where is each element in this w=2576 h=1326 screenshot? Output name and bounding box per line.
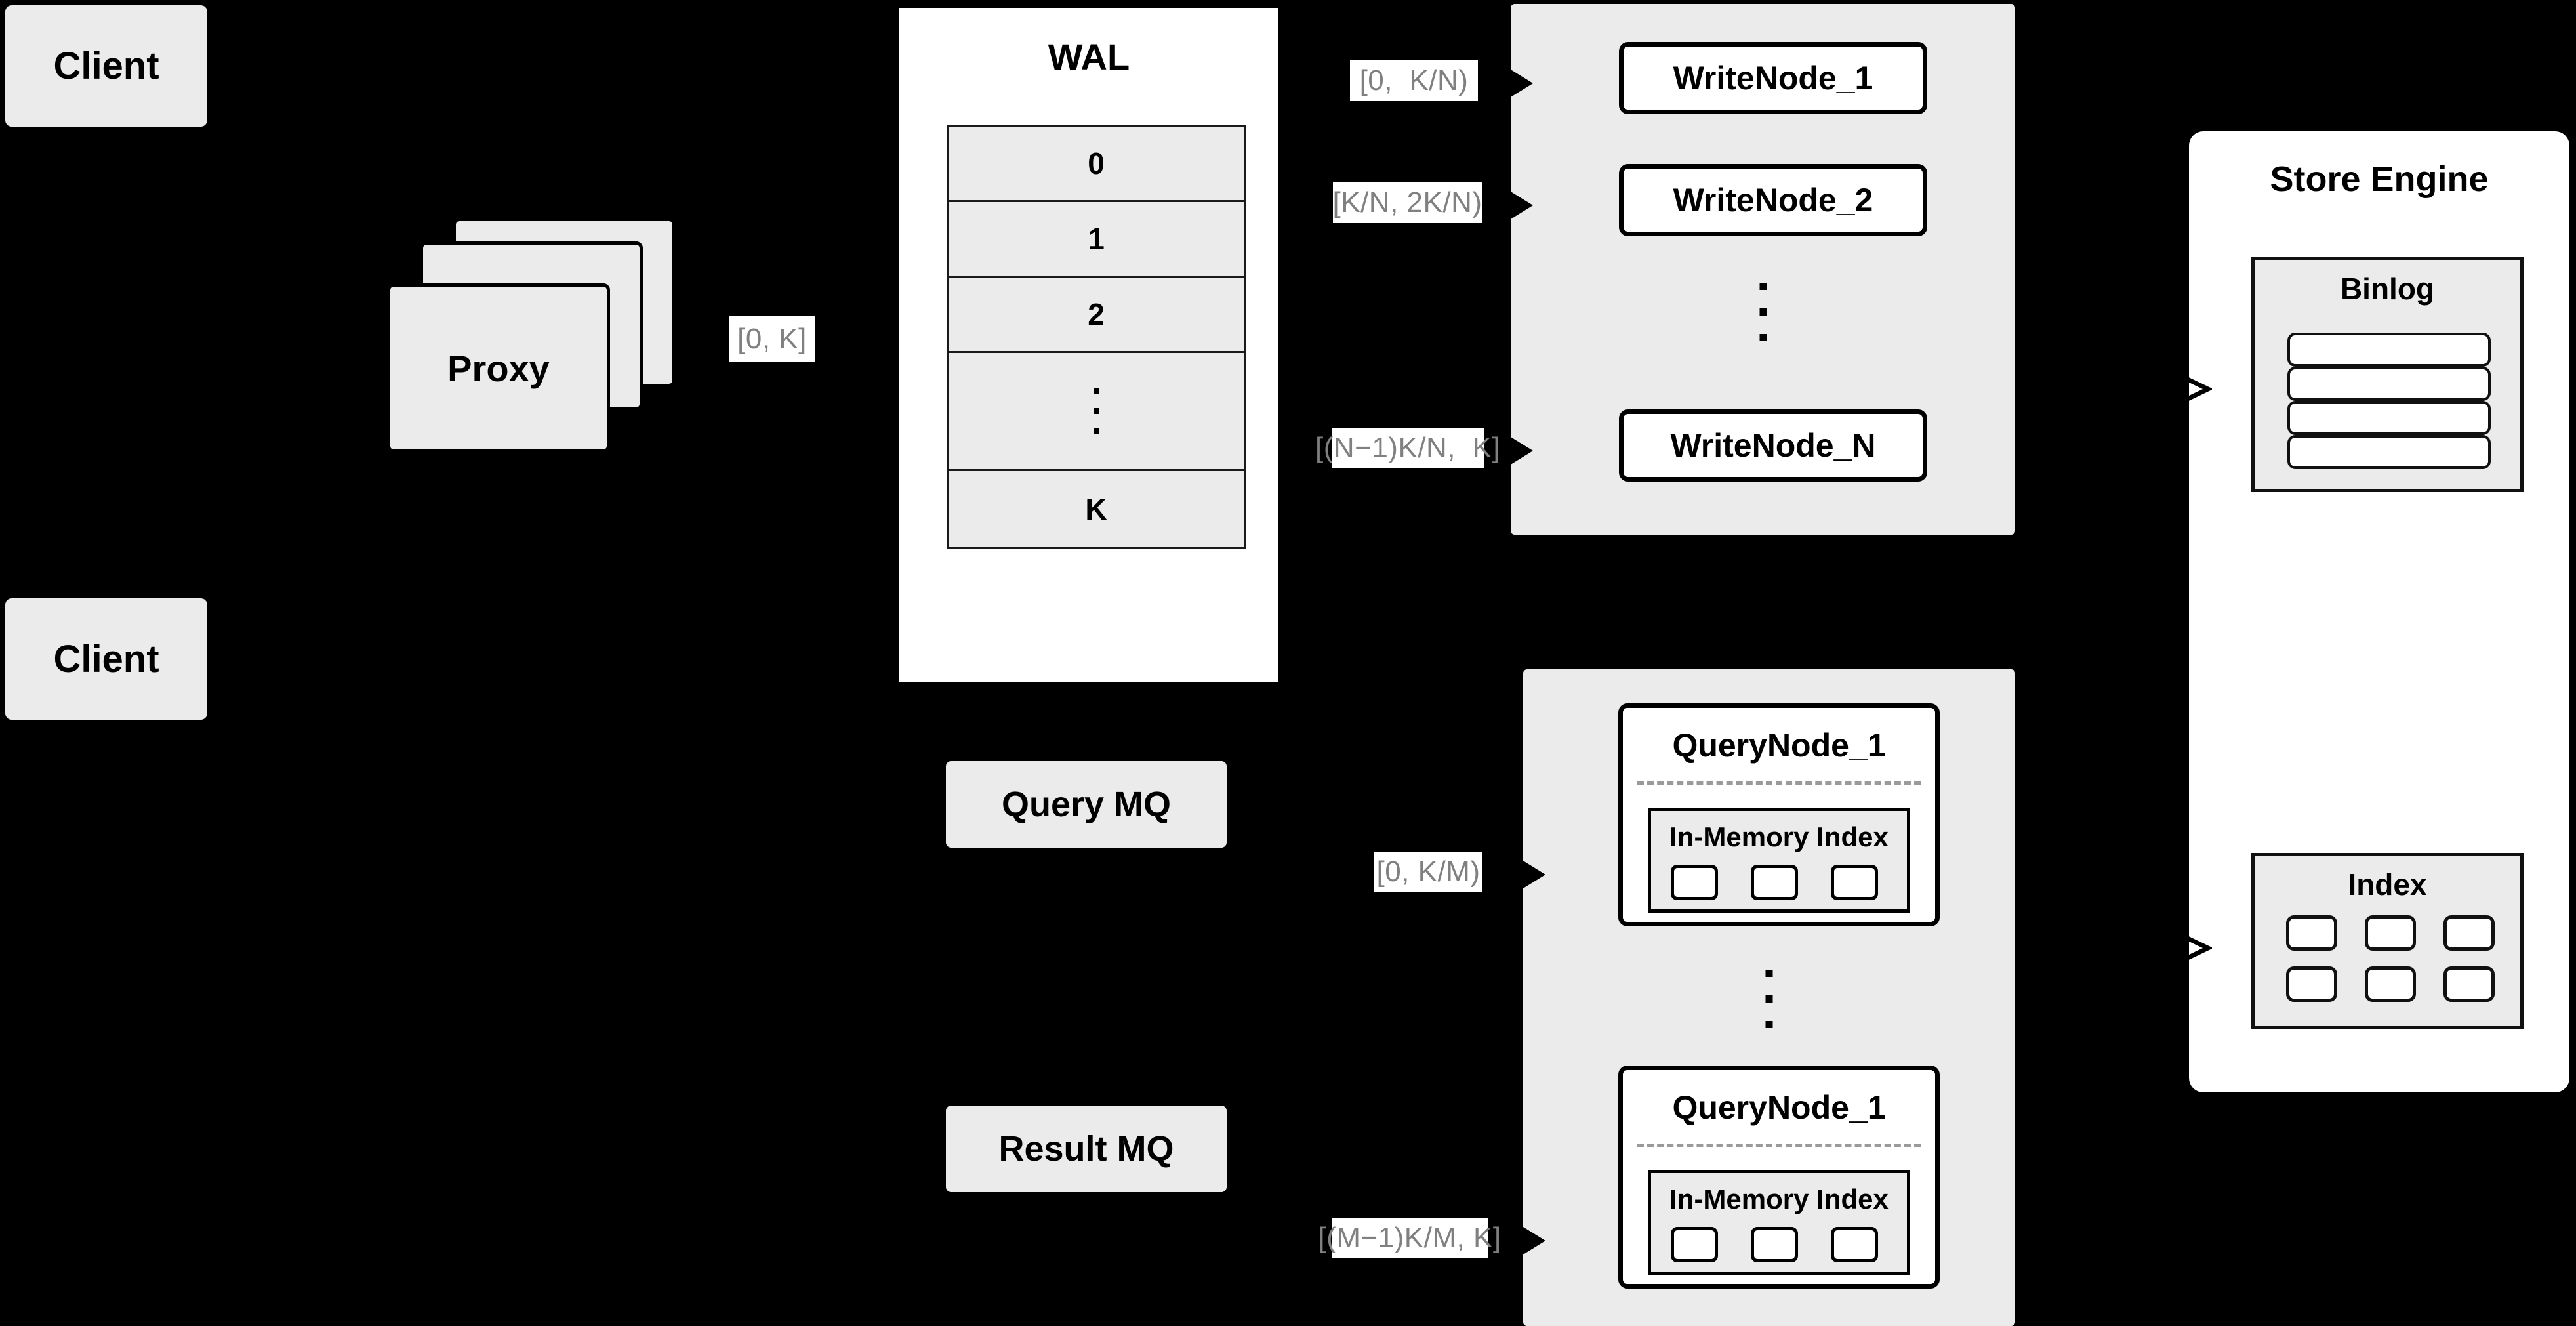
wal-table: 0 1 2 K xyxy=(947,125,1246,549)
wal-ellipsis-dot-1 xyxy=(1093,388,1099,394)
index-cell-1 xyxy=(2286,915,2337,951)
query-node-1-index-cell-1 xyxy=(1671,865,1718,900)
query-node-1-index-cell-2 xyxy=(1751,865,1798,900)
query-node-2-index-cell-1 xyxy=(1671,1227,1718,1262)
query-node-2-index-cell-2 xyxy=(1751,1227,1798,1262)
query-node-cluster: QueryNode_1 In-Memory Index QueryNode_1 … xyxy=(1523,669,2015,1326)
query-node-1-title: QueryNode_1 xyxy=(1672,727,1886,764)
arrow-head-write-n xyxy=(1511,437,1533,465)
binlog-row-2 xyxy=(2287,367,2491,401)
write-node-cluster: WriteNode_1 WriteNode_2 WriteNode_N xyxy=(1511,4,2015,535)
wal-row-ellipsis xyxy=(949,353,1244,471)
write-node-n-range-label: [(N−1)K/N, K] xyxy=(1315,428,1500,468)
query-node-2[interactable]: QueryNode_1 In-Memory Index xyxy=(1618,1066,1940,1289)
binlog-title: Binlog xyxy=(2340,272,2435,306)
wal-row-0: 0 xyxy=(949,127,1244,202)
write-ellipsis-dot-2 xyxy=(1759,308,1767,316)
proxy-card-front[interactable]: Proxy xyxy=(387,283,610,453)
binlog-row-3 xyxy=(2287,401,2491,435)
wal-title: WAL xyxy=(1048,36,1130,77)
index-cell-3 xyxy=(2443,915,2495,951)
query-ellipsis-dot-3 xyxy=(1765,1021,1773,1028)
proxy-range-label: [0, K] xyxy=(729,316,815,362)
write-node-n[interactable]: WriteNode_N xyxy=(1619,409,1927,482)
write-node-1-range-label: [0, K/N) xyxy=(1350,60,1478,101)
wal-row-1: 1 xyxy=(949,202,1244,278)
query-node-1-index-cell-3 xyxy=(1831,865,1878,900)
query-node-2-range-label: [(M−1)K/M, K] xyxy=(1318,1218,1501,1258)
wal-panel: WAL 0 1 2 K xyxy=(895,4,1282,686)
query-mq-label: Query MQ xyxy=(1001,785,1172,824)
arrow-head-write-1 xyxy=(1511,70,1533,97)
write-ellipsis-dot-1 xyxy=(1759,283,1767,290)
write-node-1-label: WriteNode_1 xyxy=(1673,60,1873,96)
query-node-ellipsis xyxy=(1765,970,1773,1028)
write-node-2-label: WriteNode_2 xyxy=(1673,182,1873,218)
query-node-2-index-title: In-Memory Index xyxy=(1669,1184,1889,1214)
index-panel: Index xyxy=(2251,853,2524,1029)
query-node-1-index-title: In-Memory Index xyxy=(1669,821,1889,852)
query-node-1-separator xyxy=(1637,781,1921,785)
arrow-head-write-2 xyxy=(1511,192,1533,219)
write-ellipsis-dot-3 xyxy=(1759,334,1767,341)
wal-row-k: K xyxy=(949,471,1244,547)
query-node-2-separator xyxy=(1637,1144,1921,1147)
binlog-row-4 xyxy=(2287,435,2491,469)
arrow-head-query-1 xyxy=(1523,861,1545,888)
store-engine-title: Store Engine xyxy=(2270,159,2489,199)
query-ellipsis-dot-2 xyxy=(1765,995,1773,1003)
result-mq-box[interactable]: Result MQ xyxy=(946,1106,1227,1192)
client-label-1: Client xyxy=(53,45,159,87)
query-node-2-index-cell-3 xyxy=(1831,1227,1878,1262)
binlog-panel: Binlog xyxy=(2251,257,2524,492)
wal-row-2: 2 xyxy=(949,278,1244,353)
wal-ellipsis-dot-3 xyxy=(1093,428,1099,434)
store-engine-panel: Store Engine Binlog Index xyxy=(2189,131,2569,1092)
index-cell-6 xyxy=(2443,966,2495,1002)
arrow-line-index xyxy=(2129,946,2180,950)
query-node-2-in-memory-index: In-Memory Index xyxy=(1648,1170,1910,1275)
write-node-2-range-label: [K/N, 2K/N) xyxy=(1333,182,1482,223)
index-cell-4 xyxy=(2286,966,2337,1002)
query-node-2-title: QueryNode_1 xyxy=(1672,1089,1886,1126)
query-ellipsis-dot-1 xyxy=(1765,970,1773,977)
client-box-2[interactable]: Client xyxy=(5,598,207,720)
arrow-head-open-index xyxy=(2175,930,2212,966)
client-box-1[interactable]: Client xyxy=(5,5,207,127)
index-cell-5 xyxy=(2365,966,2416,1002)
wal-ellipsis-dot-2 xyxy=(1093,408,1099,414)
result-mq-label: Result MQ xyxy=(998,1129,1174,1169)
write-node-n-label: WriteNode_N xyxy=(1670,427,1876,464)
proxy-label: Proxy xyxy=(447,347,550,389)
write-node-1[interactable]: WriteNode_1 xyxy=(1619,42,1927,114)
arrow-line-binlog xyxy=(2129,387,2180,391)
write-node-ellipsis xyxy=(1759,283,1767,341)
query-node-1-in-memory-index: In-Memory Index xyxy=(1648,808,1910,913)
index-cell-2 xyxy=(2365,915,2416,951)
query-node-1-range-label: [0, K/M) xyxy=(1374,852,1482,892)
index-title: Index xyxy=(2348,867,2427,901)
arrow-head-query-2 xyxy=(1523,1227,1545,1254)
query-mq-box[interactable]: Query MQ xyxy=(946,761,1227,848)
binlog-row-1 xyxy=(2287,333,2491,367)
arrow-head-open-binlog xyxy=(2175,371,2212,407)
write-node-2[interactable]: WriteNode_2 xyxy=(1619,164,1927,236)
client-label-2: Client xyxy=(53,638,159,680)
query-node-1[interactable]: QueryNode_1 In-Memory Index xyxy=(1618,703,1940,926)
